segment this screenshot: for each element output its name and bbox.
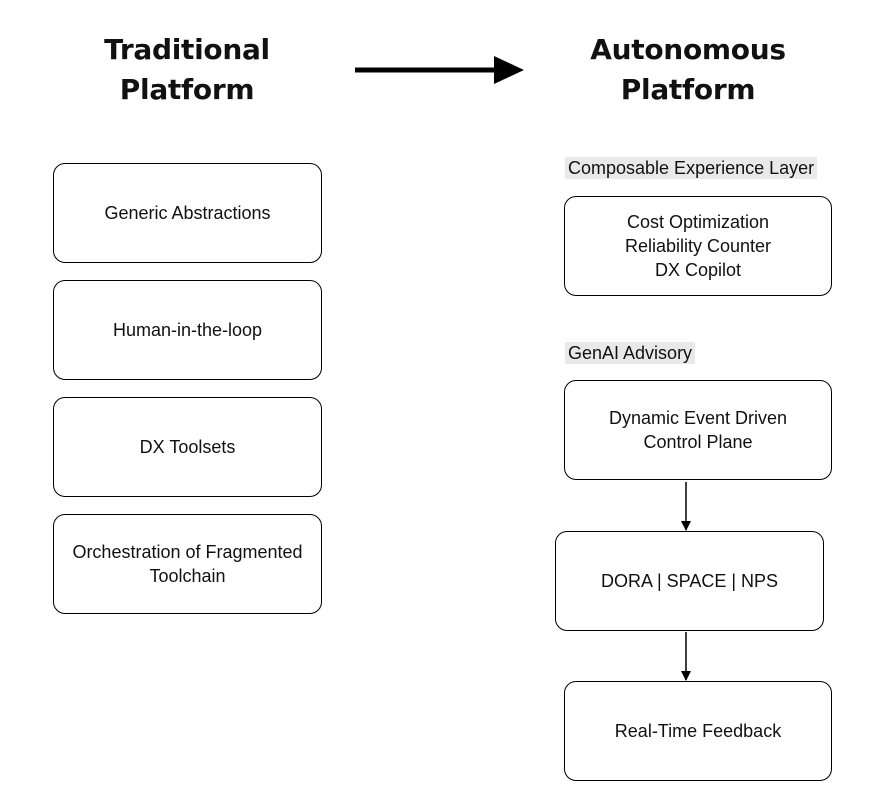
- metrics-box: DORA | SPACE | NPS: [555, 531, 824, 631]
- box-label-line-1: Orchestration of Fragmented: [72, 542, 303, 562]
- composable-experience-layer-label: Composable Experience Layer: [565, 157, 818, 179]
- right-column-title: Autonomous Platform: [578, 30, 798, 110]
- box-label: DX Toolsets: [139, 437, 236, 457]
- left-title-line-2: Platform: [119, 73, 255, 106]
- box-label-line-3: DX Copilot: [654, 260, 742, 280]
- box-label-line-2: Control Plane: [643, 432, 753, 452]
- genai-advisory-label: GenAI Advisory: [565, 342, 696, 364]
- box-label-line-1: Dynamic Event Driven: [608, 408, 788, 428]
- orchestration-box: Orchestration of Fragmented Toolchain: [53, 514, 322, 614]
- box-label-line-1: Cost Optimization: [626, 212, 770, 232]
- box-label-line-2: Reliability Counter: [624, 236, 772, 256]
- generic-abstractions-box: Generic Abstractions: [53, 163, 322, 263]
- right-title-line-2: Platform: [620, 73, 756, 106]
- left-column-title: Traditional Platform: [87, 30, 287, 110]
- human-in-the-loop-box: Human-in-the-loop: [53, 280, 322, 380]
- box-label-line-2: Toolchain: [149, 566, 226, 586]
- real-time-feedback-box: Real-Time Feedback: [564, 681, 832, 781]
- right-title-line-1: Autonomous: [590, 33, 786, 66]
- box-label: Human-in-the-loop: [112, 320, 263, 340]
- box-label: Generic Abstractions: [104, 203, 271, 223]
- transition-arrow: [355, 56, 524, 84]
- left-title-line-1: Traditional: [104, 33, 270, 66]
- composable-experience-box: Cost Optimization Reliability Counter DX…: [564, 196, 832, 296]
- box-label: DORA | SPACE | NPS: [600, 571, 779, 591]
- box-label: Real-Time Feedback: [614, 721, 782, 741]
- dx-toolsets-box: DX Toolsets: [53, 397, 322, 497]
- control-plane-box: Dynamic Event Driven Control Plane: [564, 380, 832, 480]
